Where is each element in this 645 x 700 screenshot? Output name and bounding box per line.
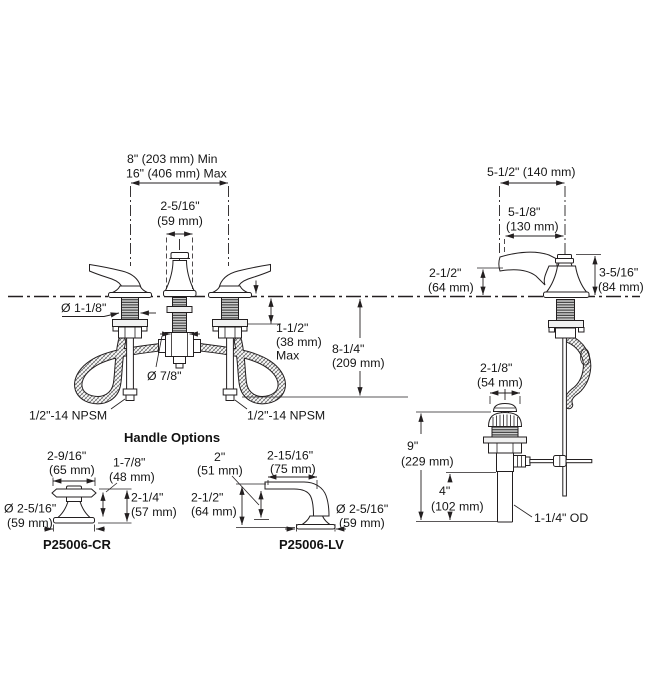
dim-below-deck: 8-1/4" (209 mm) — [242, 299, 408, 398]
cr-base-dia-mm: (59 mm) — [7, 516, 53, 530]
npsm-right-label: 1/2"-14 NPSM — [247, 409, 325, 423]
dim-spout-center: 2-5/16" (59 mm) — [157, 199, 203, 289]
dim-spout-center-mm: (59 mm) — [157, 214, 203, 228]
lv-length-mm: (51 mm) — [197, 464, 243, 478]
spout-side — [498, 251, 590, 298]
dim-valve-dia: Ø 7/8" — [147, 331, 200, 383]
height-in: 3-5/16" — [599, 266, 638, 280]
lv-height-mm: (64 mm) — [191, 505, 237, 519]
reach-in: 5-1/8" — [508, 205, 540, 219]
cr-height2-mm: (57 mm) — [131, 505, 177, 519]
tailpiece-in: 4" — [439, 484, 450, 498]
reach-mm: (130 mm) — [506, 220, 559, 234]
drain-assembly: 2-1/8" (54 mm) 9" (229 mm) 4" (102 mm) 1… — [401, 361, 593, 525]
dim-drain-overall: 9" (229 mm) — [401, 411, 497, 522]
drain-overall-mm: (229 mm) — [401, 455, 454, 469]
dim-deck-thickness: 1-1/2" (38 mm) Max — [248, 298, 322, 363]
npsm-left-label: 1/2"-14 NPSM — [29, 409, 107, 423]
spout-front — [163, 252, 197, 297]
below-deck-mm: (209 mm) — [332, 356, 385, 370]
tailpiece — [497, 471, 513, 523]
dim-clearance: 2-1/2" (64 mm) — [428, 266, 503, 295]
flange-mm: (54 mm) — [477, 376, 523, 390]
cr-height1-mm: (48 mm) — [109, 470, 155, 484]
od-label: 1-1/4" OD — [534, 511, 588, 525]
left-valve-assembly — [112, 297, 148, 339]
cr-height1-in: 1-7/8" — [113, 456, 145, 470]
clearance-mm: (64 mm) — [428, 281, 474, 295]
cr-width-in: 2-9/16" — [47, 449, 86, 463]
right-handle-front — [208, 263, 271, 298]
dim-tailpiece: 4" (102 mm) — [431, 472, 496, 520]
tailpiece-mm: (102 mm) — [431, 500, 484, 514]
spout-below-deck — [548, 299, 592, 497]
below-deck-in: 8-1/4" — [332, 342, 364, 356]
dim-spread-max: 16" (406 mm) Max — [126, 167, 228, 181]
left-handle-front — [89, 263, 152, 298]
dim-reach: 5-1/8" (130 mm) — [505, 205, 564, 239]
drain-overall-in: 9" — [407, 439, 418, 453]
right-valve-assembly — [212, 297, 248, 339]
center-tee-assembly — [158, 297, 201, 369]
handle-options-heading: Handle Options — [124, 430, 220, 445]
dim-spout-center-in: 2-5/16" — [160, 199, 199, 213]
dim-flange: 2-1/8" (54 mm) — [477, 361, 523, 404]
height-mm: (84 mm) — [598, 280, 644, 294]
dim-spout-height: 3-5/16" (84 mm) — [576, 254, 644, 295]
lv-base-dia-mm: (59 mm) — [339, 516, 385, 530]
lv-part-number: P25006-LV — [279, 537, 344, 552]
flange-in: 2-1/8" — [480, 361, 512, 375]
front-view: 8" (203 mm) Min 16" (406 mm) Max 2-5/16"… — [29, 152, 408, 423]
deck-thickness-max: Max — [276, 349, 300, 363]
right-supply-hose — [193, 336, 286, 405]
lift-rod — [562, 336, 567, 497]
lv-reach-mm: (75 mm) — [270, 462, 316, 476]
left-supply-hose — [74, 336, 167, 405]
dim-reach-overall: 5-1/2" (140 mm) — [487, 165, 575, 186]
handle-option-cr: 2-9/16" (65 mm) 1-7/8" (48 mm) 2-1/4" (5… — [4, 449, 177, 552]
shank-dia-label: Ø 1-1/8" — [61, 301, 106, 315]
deck-thickness-in: 1-1/2" — [276, 321, 308, 335]
drain-body — [483, 402, 593, 523]
dim-spread: 8" (203 mm) Min 16" (406 mm) Max — [126, 152, 228, 186]
lv-length-in: 2" — [214, 450, 225, 464]
handle-option-lv: 2" (51 mm) 2-15/16" (75 mm) 2-1/2" (64 m… — [191, 449, 388, 553]
side-view: 5-1/2" (140 mm) 5-1/8" (130 mm) 2-1/2" (… — [428, 165, 644, 497]
cr-part-number: P25006-CR — [43, 537, 112, 552]
reach-overall-label: 5-1/2" (140 mm) — [487, 165, 575, 179]
dim-od: 1-1/4" OD — [513, 504, 588, 525]
lv-reach-in: 2-15/16" — [267, 449, 313, 463]
clearance-in: 2-1/2" — [429, 266, 461, 280]
npsm-labels: 1/2"-14 NPSM 1/2"-14 NPSM — [29, 398, 325, 423]
lv-base-dia-in: Ø 2-5/16" — [336, 502, 388, 516]
cr-height2-in: 2-1/4" — [131, 491, 163, 505]
cr-width-mm: (65 mm) — [49, 463, 95, 477]
valve-dia-label: Ø 7/8" — [147, 369, 181, 383]
handle-options: Handle Options 2-9/16" (65 mm) 1-7/8" (4… — [4, 430, 388, 552]
deck-thickness-mm: (38 mm) — [276, 335, 322, 349]
lv-height-in: 2-1/2" — [191, 491, 223, 505]
dim-shank-dia: Ø 1-1/8" — [61, 301, 156, 318]
cr-base-dia-in: Ø 2-5/16" — [4, 502, 56, 516]
dim-spread-min: 8" (203 mm) Min — [127, 152, 218, 166]
